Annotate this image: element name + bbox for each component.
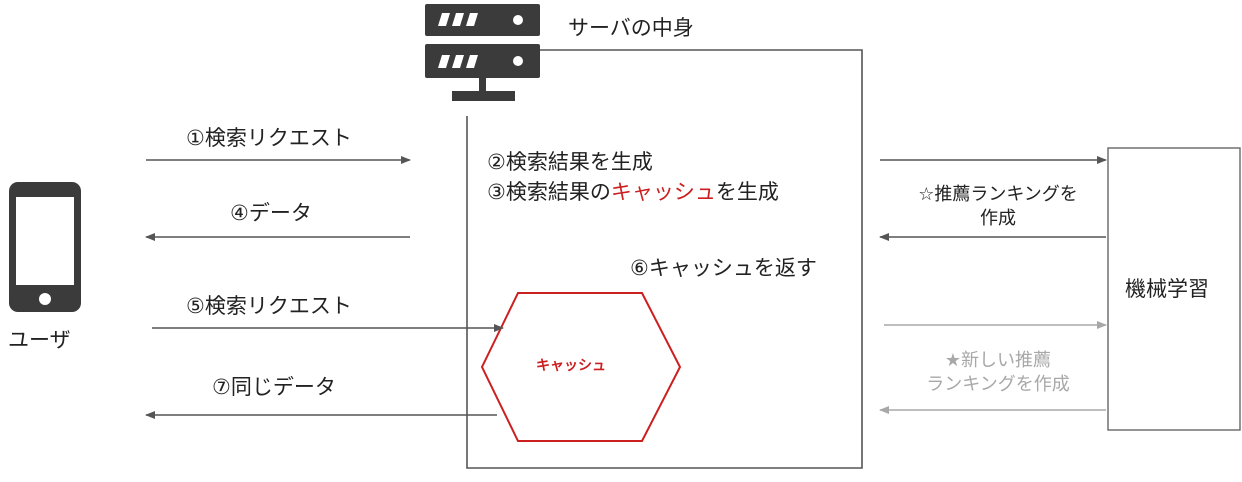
step3-prefix: ③検索結果の (487, 180, 611, 204)
new-ranking-line1: ★新しい推薦 (944, 350, 1052, 371)
request1-label: ①検索リクエスト (186, 126, 352, 150)
smartphone-icon (9, 182, 81, 312)
request2-label: ⑤検索リクエスト (186, 294, 352, 318)
step3-suffix: を生成 (715, 180, 779, 204)
step3-label: ③検索結果のキャッシュを生成 (487, 182, 779, 203)
server-icon (425, 4, 540, 101)
cache-hexagon (480, 292, 682, 442)
step2-label: ②検索結果を生成 (487, 150, 653, 174)
same-data-label: ⑦同じデータ (212, 375, 336, 399)
server-title: サーバの中身 (568, 16, 694, 40)
ml-label: 機械学習 (1125, 277, 1209, 301)
step6-label: ⑥キャッシュを返す (630, 256, 817, 280)
ranking-line1: ☆推薦ランキングを (918, 184, 1078, 205)
cache-label: キャッシュ (536, 358, 606, 374)
ranking-line2: 作成 (980, 208, 1016, 229)
data-label: ④データ (230, 201, 312, 225)
ml-box (1107, 147, 1241, 431)
server-container (466, 49, 863, 469)
user-label: ユーザ (8, 328, 71, 352)
new-ranking-label: ★新しい推薦 ランキングを作成 (886, 352, 1110, 394)
ranking-label: ☆推薦ランキングを 作成 (890, 186, 1106, 228)
step3-highlight: キャッシュ (610, 180, 716, 204)
new-ranking-line2: ランキングを作成 (926, 374, 1070, 395)
